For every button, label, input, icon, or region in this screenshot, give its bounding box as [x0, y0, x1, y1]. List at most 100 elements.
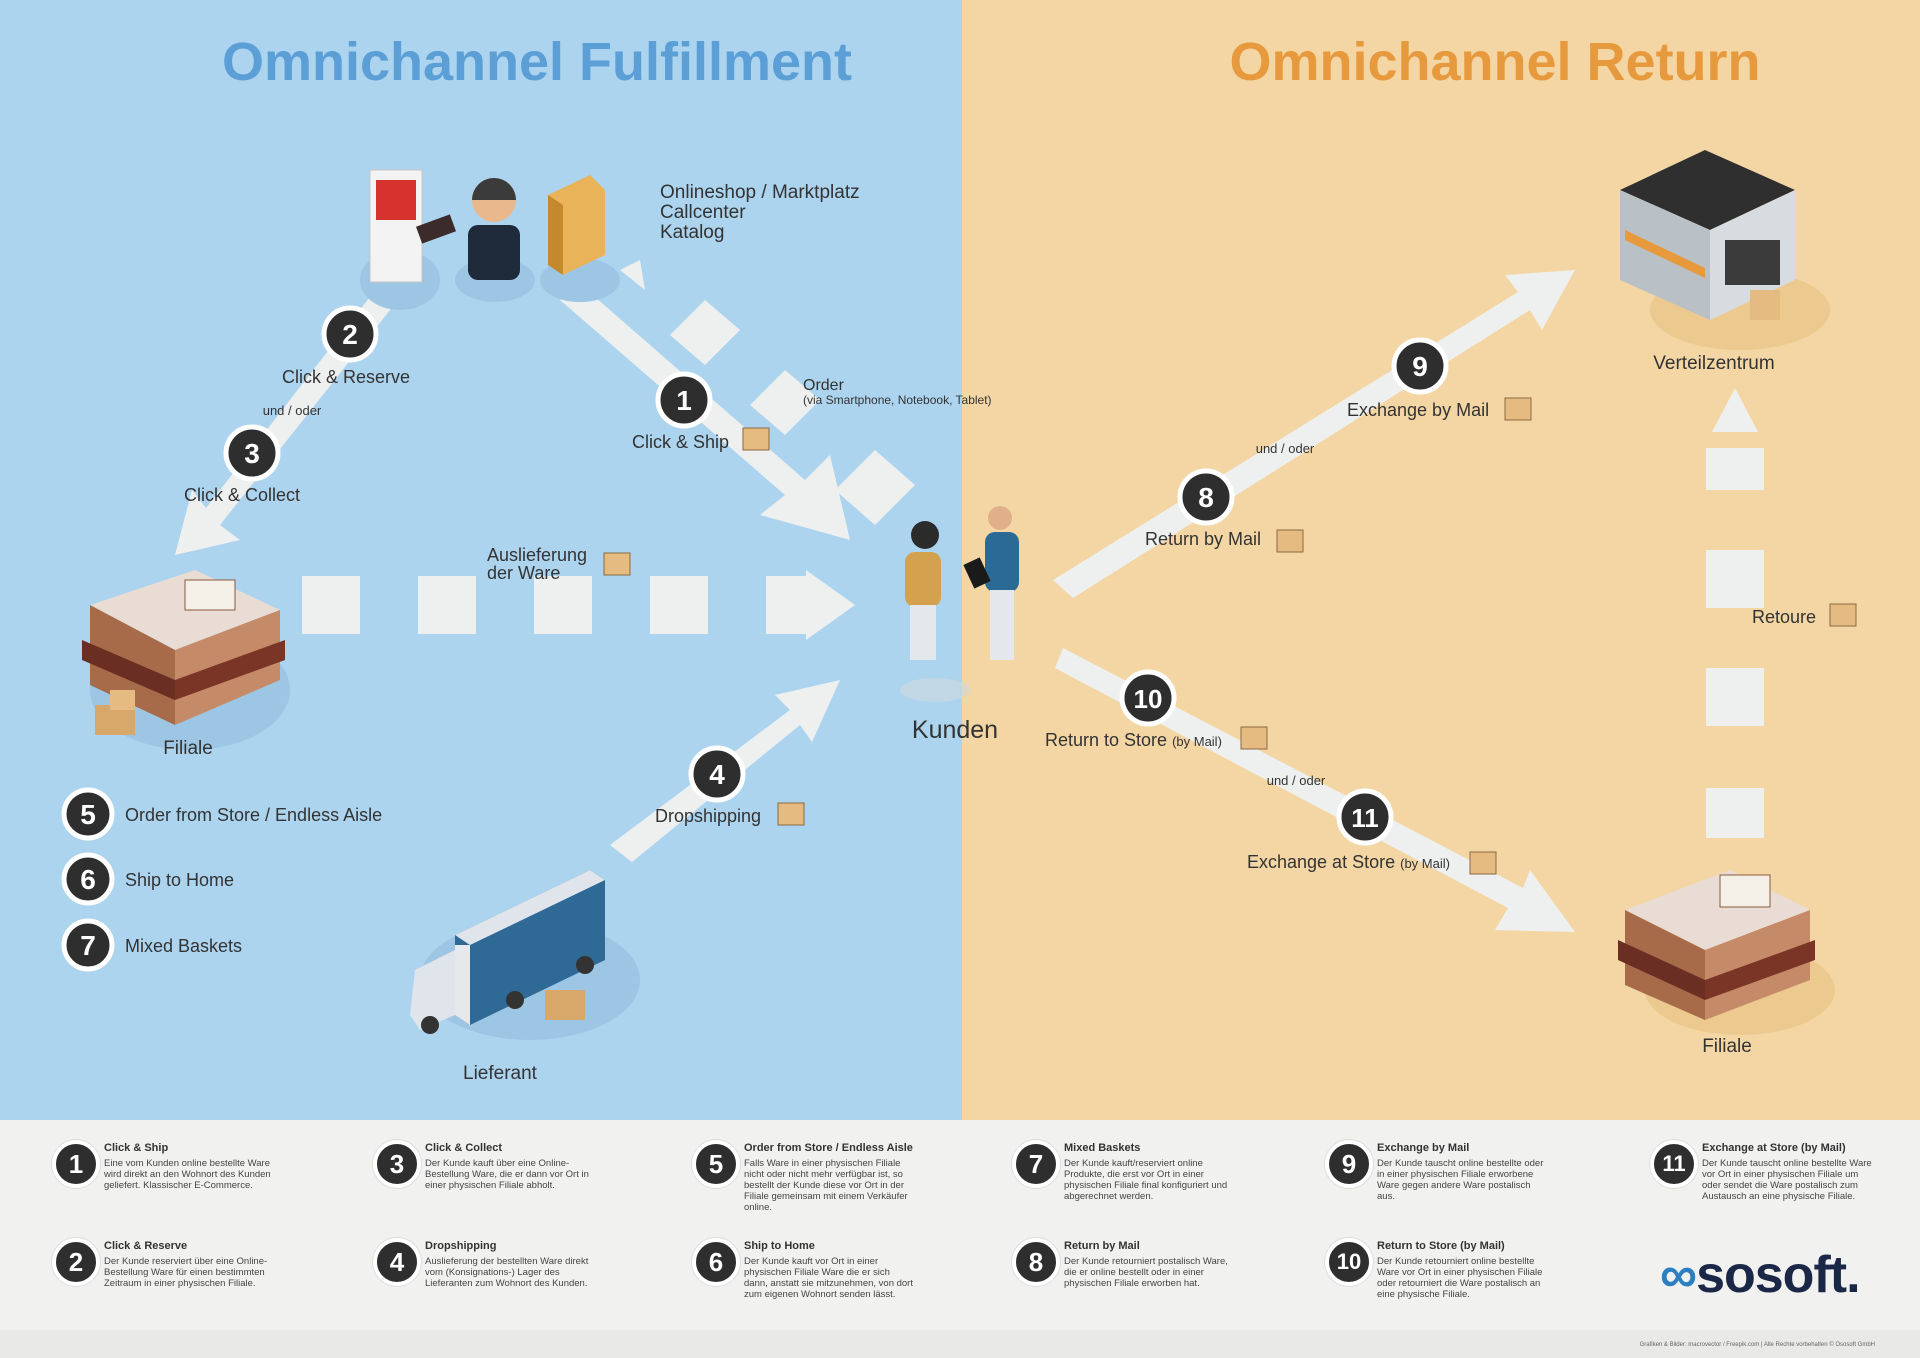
left-list-7-number: 7	[80, 930, 96, 961]
catalog-icon	[540, 175, 620, 302]
connector-right-bottom: und / oder	[1267, 773, 1326, 788]
node-auslieferung-1: Auslieferung	[487, 545, 587, 565]
customers-icon	[900, 506, 1019, 702]
legend-description: Der Kunde tauscht online bestellte Ware …	[1702, 1158, 1872, 1202]
legend-title: Click & Reserve	[104, 1240, 188, 1252]
flow-2-number: 2	[342, 319, 358, 350]
store-right-icon	[1618, 870, 1835, 1035]
legend-title: Exchange at Store (by Mail)	[1702, 1142, 1846, 1154]
arrow-return-to-store	[1055, 648, 1575, 932]
flow-4-number: 4	[709, 759, 725, 790]
legend-description: Der Kunde kauft vor Ort in einer physisc…	[744, 1256, 913, 1300]
left-list-6: 6 Ship to Home	[61, 852, 234, 906]
node-auslieferung-2: der Ware	[487, 563, 560, 583]
left-list-6-number: 6	[80, 864, 96, 895]
flow-10-label: Return to Store (by Mail)	[1045, 730, 1222, 750]
flow-1: 1 Click & Ship	[632, 371, 729, 452]
flow-3-label: Click & Collect	[184, 485, 300, 505]
arrow-delivery-dashed	[302, 570, 855, 640]
flow-10-number: 10	[1134, 684, 1163, 714]
legend-title: Return by Mail	[1064, 1240, 1140, 1252]
node-kunden: Kunden	[912, 716, 998, 744]
warehouse-icon	[1620, 150, 1830, 350]
flow-8-label: Return by Mail	[1145, 529, 1261, 549]
flow-8: 8 Return by Mail	[1145, 468, 1261, 549]
arrow-order-dashed	[620, 260, 915, 525]
return-title: Omnichannel Return	[1229, 32, 1760, 92]
legend-number: 5	[692, 1140, 740, 1188]
flow-11-number: 11	[1351, 803, 1379, 833]
legend-number: 1	[52, 1140, 100, 1188]
flow-3-number: 3	[244, 438, 260, 469]
legend-description: Eine vom Kunden online bestellte Ware wi…	[104, 1158, 271, 1191]
legend-description: Der Kunde tauscht online bestellte oder …	[1377, 1158, 1544, 1202]
legend-title: Ship to Home	[744, 1240, 815, 1252]
flow-8-number: 8	[1198, 482, 1214, 513]
legend-number: 10	[1325, 1238, 1373, 1286]
flow-1-label: Click & Ship	[632, 432, 729, 452]
flow-10-label-sub: (by Mail)	[1172, 734, 1222, 749]
legend-title: Exchange by Mail	[1377, 1142, 1470, 1154]
onlineshop-icon	[360, 169, 456, 310]
legend-description: Der Kunde reserviert über eine Online-Be…	[104, 1256, 268, 1289]
legend-number: 9	[1325, 1140, 1373, 1188]
flow-10: 10 Return to Store (by Mail)	[1045, 669, 1222, 750]
flow-11-label-sub: (by Mail)	[1400, 856, 1450, 871]
left-list-7: 7 Mixed Baskets	[61, 918, 242, 972]
order-label: Order	[803, 377, 845, 394]
flow-9-label: Exchange by Mail	[1347, 400, 1489, 420]
legend-title: Mixed Baskets	[1064, 1142, 1141, 1154]
flow-9-number: 9	[1412, 351, 1428, 382]
flow-2-label: Click & Reserve	[282, 367, 410, 387]
channel-onlineshop: Onlineshop / Marktplatz	[660, 182, 860, 203]
legend-number: 8	[1012, 1238, 1060, 1286]
arrow-retoure-dashed	[1706, 388, 1764, 838]
legend-title: Return to Store (by Mail)	[1377, 1240, 1505, 1252]
legend-title: Dropshipping	[425, 1240, 497, 1252]
flow-3: 3 Click & Collect	[184, 424, 300, 505]
flow-1-number: 1	[676, 385, 692, 416]
left-list-5-number: 5	[80, 799, 96, 830]
legend-number: 7	[1012, 1140, 1060, 1188]
legend-number: 11	[1650, 1140, 1698, 1188]
legend-number: 2	[52, 1238, 100, 1286]
channel-callcenter: Callcenter	[660, 202, 746, 223]
legend-description: Auslieferung der bestellten Ware direkt …	[425, 1256, 589, 1289]
legend-title: Order from Store / Endless Aisle	[744, 1142, 913, 1154]
ososoft-logo: ∞sosoft.	[1660, 1245, 1861, 1305]
flow-9: 9 Exchange by Mail	[1347, 337, 1489, 420]
legend-number: 3	[373, 1140, 421, 1188]
legend-title: Click & Ship	[104, 1142, 169, 1154]
flow-4-label: Dropshipping	[655, 806, 761, 826]
legend-description: Der Kunde kauft über eine Online-Bestell…	[425, 1158, 589, 1191]
left-list-7-label: Mixed Baskets	[125, 936, 242, 956]
node-filiale-left: Filiale	[163, 738, 213, 759]
logo-infinity-icon: ∞	[1660, 1246, 1697, 1304]
legend-description: Falls Ware in einer physischen Filiale n…	[744, 1158, 908, 1213]
flow-10-label-main: Return to Store	[1045, 730, 1167, 750]
legend-title: Click & Collect	[425, 1142, 503, 1154]
legend-number: 6	[692, 1238, 740, 1286]
node-filiale-right: Filiale	[1702, 1036, 1752, 1057]
left-list-5-label: Order from Store / Endless Aisle	[125, 805, 382, 825]
truck-icon	[410, 870, 640, 1040]
node-retoure: Retoure	[1752, 607, 1816, 627]
callcenter-icon	[455, 178, 535, 302]
flow-11-label: Exchange at Store(by Mail)	[1247, 852, 1450, 872]
legend-description: Der Kunde retourniert postalisch Ware, d…	[1064, 1256, 1228, 1289]
bottom-bar	[0, 1330, 1920, 1358]
fulfillment-title: Omnichannel Fulfillment	[222, 32, 852, 92]
flow-4: 4 Dropshipping	[655, 745, 761, 826]
legend-number: 4	[373, 1238, 421, 1286]
legend-panel: 1 Click & Ship Eine vom Kunden online be…	[0, 1120, 1920, 1358]
node-verteilzentrum: Verteilzentrum	[1653, 353, 1774, 374]
legend-description: Der Kunde kauft/reserviert online Produk…	[1064, 1158, 1228, 1202]
legend-description: Der Kunde retourniert online bestellte W…	[1377, 1256, 1543, 1300]
connector-left: und / oder	[263, 403, 322, 418]
parcel-icon	[603, 397, 1857, 875]
logo-text: sosoft.	[1696, 1246, 1860, 1304]
left-list-5: 5 Order from Store / Endless Aisle	[61, 787, 382, 841]
connector-right-top: und / oder	[1256, 441, 1315, 456]
store-left-icon	[82, 570, 290, 750]
